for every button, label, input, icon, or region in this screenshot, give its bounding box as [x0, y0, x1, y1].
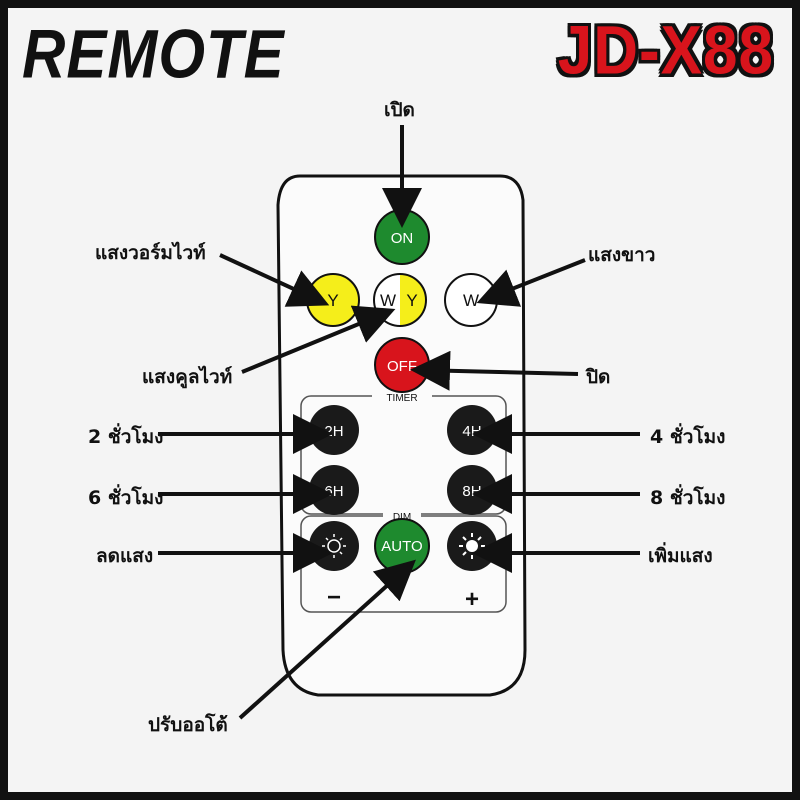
label-on: เปิด: [384, 99, 415, 121]
label-cool-white: แสงคูลไวท์: [142, 366, 233, 388]
arrow-cool-white: [241, 305, 396, 374]
label-4-hours: 4 ชั่วโมง: [650, 426, 726, 448]
timer-8h-button[interactable]: 8H: [447, 465, 497, 515]
label-6-hours: 6 ชั่วโมง: [88, 487, 164, 509]
svg-text:6H: 6H: [324, 483, 343, 500]
svg-text:4H: 4H: [462, 423, 481, 440]
off-button[interactable]: OFF: [374, 337, 430, 393]
arrow-off: [410, 350, 579, 391]
label-dim-down: ลดแสง: [96, 545, 154, 567]
timer-4h-button[interactable]: 4H: [447, 405, 497, 455]
timer-2h-button[interactable]: 2H: [309, 405, 359, 455]
svg-text:Y: Y: [406, 291, 417, 310]
timer-6h-button[interactable]: 6H: [309, 465, 359, 515]
label-white: แสงขาว: [588, 244, 656, 266]
svg-text:W: W: [380, 291, 396, 310]
auto-button[interactable]: AUTO: [374, 518, 430, 574]
title-remote: REMOTE: [22, 15, 285, 93]
svg-text:8H: 8H: [462, 483, 481, 500]
label-auto: ปรับออโต้: [148, 714, 228, 736]
dim-label: DIM: [393, 512, 411, 523]
title-model: JD-X88: [557, 13, 774, 90]
label-8-hours: 8 ชั่วโมง: [650, 487, 726, 509]
warm-cool-button[interactable]: W Y: [373, 273, 427, 327]
svg-text:OFF: OFF: [387, 358, 417, 375]
label-warm-white: แสงวอร์มไวท์: [95, 242, 206, 264]
pointer-arrows: [158, 125, 640, 720]
label-2-hours: 2 ชั่วโมง: [88, 426, 164, 448]
timer-label: TIMER: [386, 393, 417, 404]
svg-text:W: W: [463, 291, 479, 310]
svg-text:ON: ON: [391, 230, 414, 247]
dim-up-button[interactable]: [447, 521, 497, 571]
arrow-warm-white: [219, 253, 330, 307]
label-dim-up: เพิ่มแสง: [648, 545, 713, 567]
arrow-auto: [238, 559, 416, 720]
svg-text:AUTO: AUTO: [381, 538, 422, 555]
svg-text:Y: Y: [327, 291, 338, 310]
dim-down-button[interactable]: [309, 521, 359, 571]
minus-sign: −: [327, 584, 341, 611]
label-off: ปิด: [586, 366, 611, 388]
plus-sign: +: [465, 586, 479, 613]
svg-text:2H: 2H: [324, 423, 343, 440]
arrow-white: [476, 258, 586, 307]
